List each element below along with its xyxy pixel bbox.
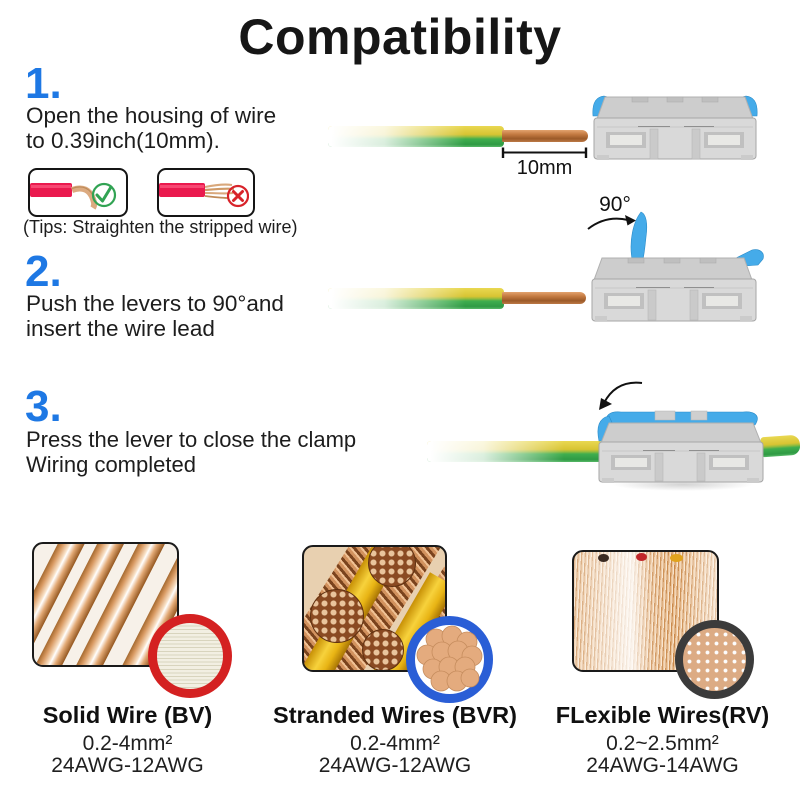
strand-bundle-icon [416, 625, 483, 692]
cross-icon [232, 190, 244, 202]
wire-type-card-stranded: Stranded Wires (BVR) 0.2-4mm² 24AWG-12AW… [265, 701, 525, 777]
connector-step3 [597, 410, 764, 483]
solid-cross-section-magnifier [148, 614, 232, 698]
cross-circle-icon [226, 184, 250, 208]
wire-type-awg: 24AWG-14AWG [586, 754, 739, 777]
step-1-line-2: to 0.39inch(10mm). [26, 128, 220, 153]
bent-wire-illustration [30, 182, 117, 210]
stripped-copper-step1 [502, 130, 588, 142]
wire-type-card-flexible: FLexible Wires(RV) 0.2~2.5mm² 24AWG-14AW… [535, 701, 790, 777]
measurement-label: 10mm [516, 157, 573, 179]
ground-wire-step3-left [427, 441, 603, 462]
connector-step1 [592, 95, 758, 160]
stranded-wire-photo [302, 545, 447, 672]
wire-type-name: Stranded Wires (BVR) [273, 702, 517, 728]
check-icon [95, 185, 113, 203]
wire-type-name: Solid Wire (BV) [42, 702, 213, 728]
connector-step2 [591, 211, 764, 322]
tips-box-wrong [157, 168, 255, 217]
ground-wire-step3-right [760, 434, 800, 458]
step-1-number: 1. [25, 59, 62, 108]
page-title: Compatibility [238, 9, 562, 65]
wire-type-awg: 24AWG-12AWG [51, 754, 204, 777]
step-1-line-1: Open the housing of wire [26, 103, 277, 128]
tips-caption: (Tips: Straighten the stripped wire) [23, 217, 298, 237]
step-2-line-1: Push the levers to 90°and [26, 291, 284, 316]
stripped-copper-step2 [502, 292, 586, 304]
wire-type-name: FLexible Wires(RV) [555, 702, 770, 728]
check-circle-icon [91, 182, 117, 208]
close-arrow-icon [599, 381, 643, 410]
tips-box-correct [28, 168, 128, 217]
stranded-cross-section-magnifier [406, 616, 493, 703]
flexible-cross-section-magnifier [675, 620, 754, 699]
step-1-text: Open the housing of wire to 0.39inch(10m… [26, 103, 276, 153]
step-3-text: Press the lever to close the clamp Wirin… [26, 427, 357, 477]
wire-type-size: 0.2-4mm² [350, 732, 440, 755]
rotate-arrow-icon [587, 215, 636, 230]
wire-type-card-solid: Solid Wire (BV) 0.2-4mm² 24AWG-12AWG [10, 701, 245, 777]
raised-lever-icon [630, 211, 648, 260]
ground-wire-step2 [328, 288, 504, 309]
step-3-line-1: Press the lever to close the clamp [26, 427, 357, 452]
step-2-number: 2. [25, 247, 62, 296]
step-3-line-2: Wiring completed [26, 451, 196, 477]
wire-type-size: 0.2~2.5mm² [606, 732, 719, 755]
measurement-bracket [501, 147, 588, 158]
step-2-line-2: insert the wire lead [26, 316, 215, 341]
ground-wire-step1 [328, 126, 504, 147]
angle-label: 90° [599, 193, 631, 216]
frayed-wire-illustration [159, 183, 250, 208]
wire-type-size: 0.2-4mm² [82, 732, 173, 755]
step-3-number: 3. [25, 382, 62, 431]
wire-type-awg: 24AWG-12AWG [318, 754, 472, 777]
step-2-text: Push the levers to 90°and insert the wir… [26, 291, 284, 341]
